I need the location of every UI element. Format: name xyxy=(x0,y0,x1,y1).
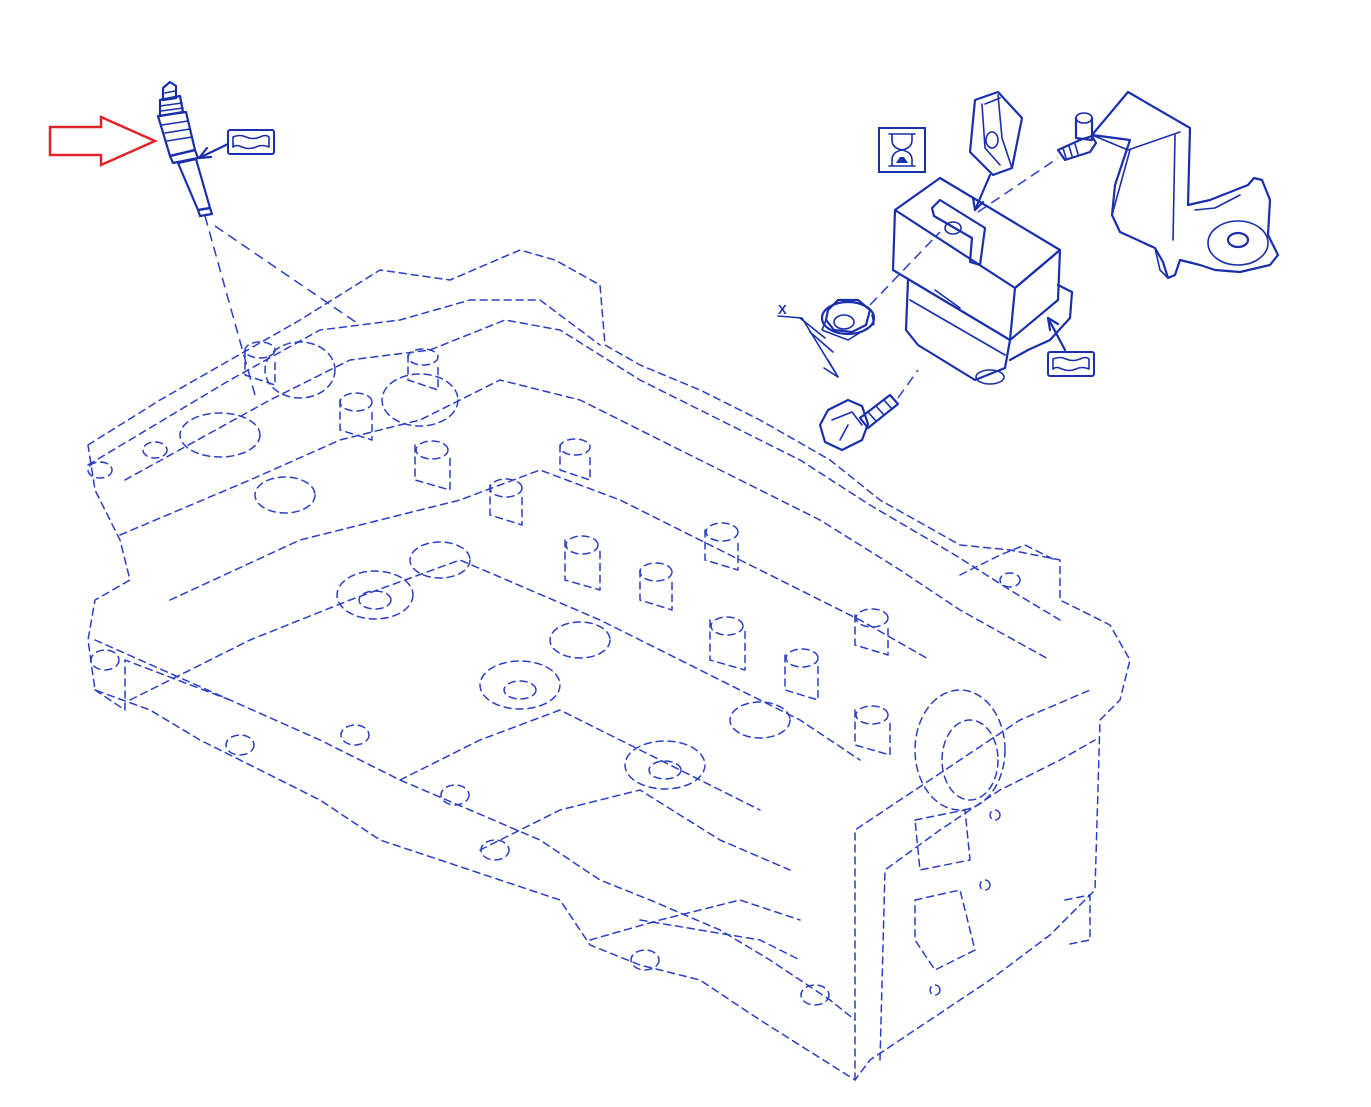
glow-plug-leader xyxy=(204,215,256,396)
threadlock-symbol-icon xyxy=(1046,316,1095,377)
clip-nut xyxy=(968,90,1024,177)
glow-plug-leader-2 xyxy=(214,225,361,326)
dimension-label: X xyxy=(778,302,787,317)
cylinder-head-ghost xyxy=(87,249,1131,1081)
glow-plug xyxy=(156,80,214,218)
hourglass-icon xyxy=(878,127,926,173)
flange-nut xyxy=(820,298,876,341)
clip-nut-arrowhead xyxy=(971,196,985,212)
clip-nut-arrow xyxy=(973,173,992,212)
threadlock-symbol-icon xyxy=(197,129,275,160)
relay-bracket xyxy=(1056,90,1280,280)
flange-bolt xyxy=(818,393,900,452)
flange-nut-ref xyxy=(869,231,941,306)
glow-plug-relay xyxy=(891,176,1074,385)
bracket-stud-ref xyxy=(977,157,1059,213)
right-arrow-icon xyxy=(48,115,159,167)
nut-dimension: X xyxy=(777,302,839,378)
flange-bolt-ref xyxy=(897,369,919,399)
